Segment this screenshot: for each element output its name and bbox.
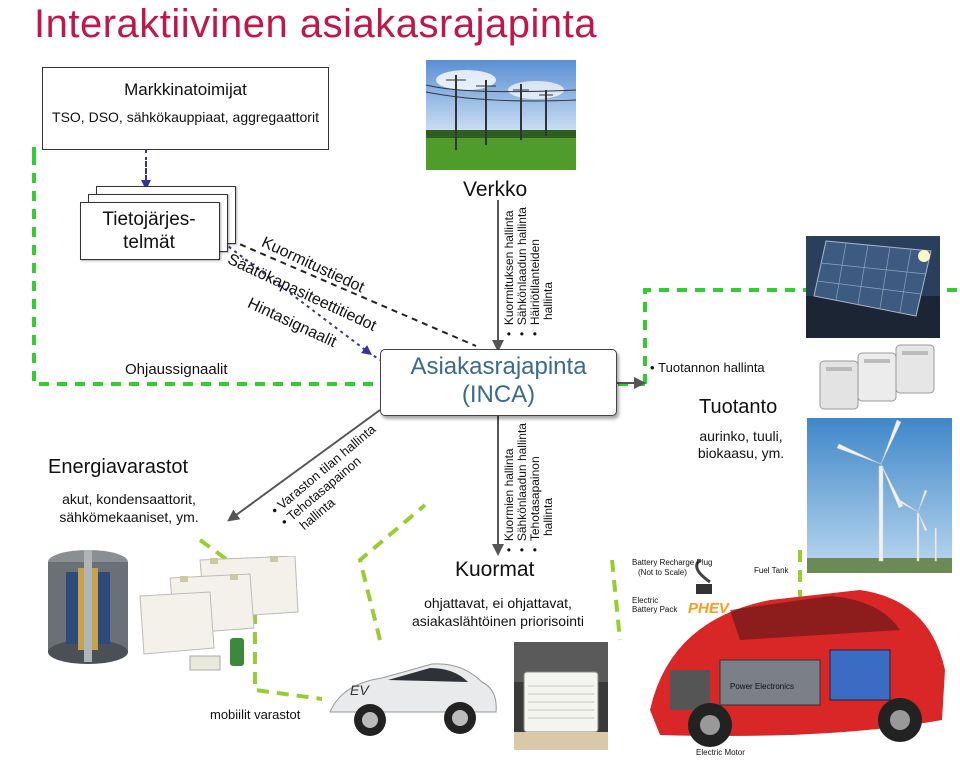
ev-car-image: EV xyxy=(322,642,502,746)
storage-heading: Energiavarastot xyxy=(48,456,189,478)
market-heading: Markkinatoimijat xyxy=(124,80,247,99)
wind-turbines-image xyxy=(807,418,952,573)
mobile-storage-label: mobiilit varastot xyxy=(210,707,301,722)
phev-motor-label: Electric Motor xyxy=(696,748,745,757)
network-functions: Kuormituksen hallinta Sähkönlaadun halli… xyxy=(502,207,555,336)
phev-fuel-label: Fuel Tank xyxy=(754,566,789,575)
phev-battery-label-1: Electric xyxy=(632,596,659,605)
solar-panel-image xyxy=(806,236,940,338)
info-systems-label: Tietojärjes- telmät xyxy=(102,209,196,253)
loads-subtitle: ohjattavat, ei ohjattavat, asiakaslähtöi… xyxy=(412,595,584,629)
phev-diagram: PHEV Battery Recharge Plug (Not to Scale… xyxy=(630,558,952,762)
network-heading: Verkko xyxy=(463,178,528,201)
power-lines-image xyxy=(425,60,577,170)
storage-heater-image xyxy=(514,642,608,750)
inca-title: Asiakasrajapinta xyxy=(410,353,587,380)
market-subtitle: TSO, DSO, sähkökauppiaat, aggregaattorit xyxy=(52,109,319,125)
navy-diagonal xyxy=(211,233,372,356)
market-actors-box: Markkinatoimijat TSO, DSO, sähkökauppiaa… xyxy=(42,67,329,150)
ev-badge: EV xyxy=(350,682,369,698)
inca-box: Asiakasrajapinta (INCA) xyxy=(380,349,617,416)
info-system-card-front xyxy=(80,202,220,260)
production-heading: Tuotanto xyxy=(699,396,778,418)
storage-subtitle: akut, kondensaattorit, sähkömekaaniset, … xyxy=(59,491,199,525)
arrow-inca-storage xyxy=(227,409,381,522)
phev-plug-note: (Not to Scale) xyxy=(638,568,687,577)
phev-plug-label: Battery Recharge Plug xyxy=(632,558,713,567)
green-dashed-right xyxy=(643,288,960,384)
flywheel-image xyxy=(40,546,136,666)
page-title: Interaktiivinen asiakasrajapinta xyxy=(34,2,597,46)
loads-function-item: hallinta xyxy=(541,497,555,536)
storage-units-image xyxy=(818,343,938,413)
phev-power-label: Power Electronics xyxy=(730,682,795,691)
production-subtitle: aurinko, tuuli, biokaasu, ym. xyxy=(697,428,785,461)
phev-badge: PHEV xyxy=(688,600,729,617)
inca-abbrev: (INCA) xyxy=(461,381,536,408)
battery-cells-image xyxy=(130,555,300,674)
control-signals-label: Ohjaussignaalit xyxy=(125,361,228,378)
loads-heading: Kuormat xyxy=(455,558,535,581)
network-function-item: hallinta xyxy=(541,281,555,320)
production-function: • Tuotannon hallinta xyxy=(650,360,765,375)
lime-dashed-loop xyxy=(198,503,802,702)
loads-functions: Kuormien hallinta Sähkönlaadun hallinta … xyxy=(502,423,555,552)
phev-battery-label-2: Battery Pack xyxy=(632,605,678,614)
black-dashed-diagonal xyxy=(229,239,477,347)
